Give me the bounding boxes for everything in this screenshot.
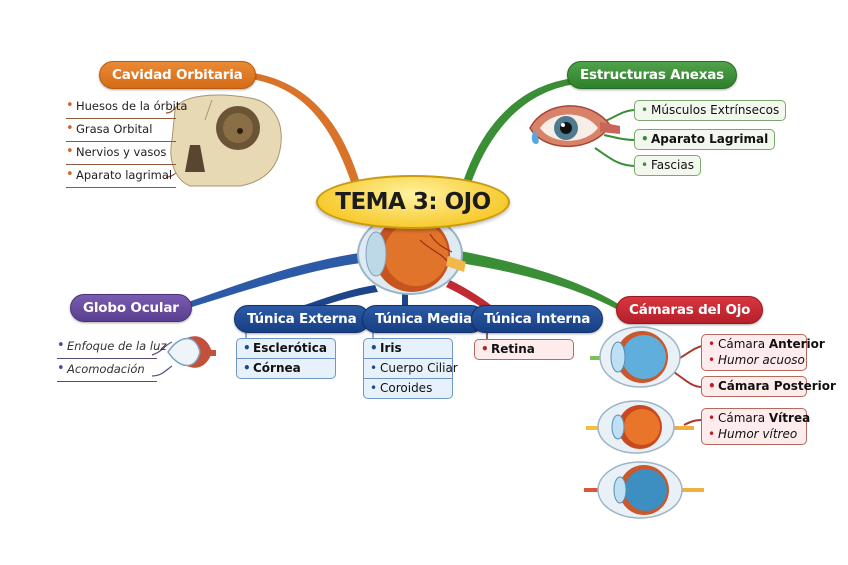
list-item: Fascias xyxy=(635,156,700,175)
tunica-externa-list: Esclerótica Córnea xyxy=(236,338,336,379)
list-item: Iris xyxy=(364,339,452,359)
anexas-item-box: Músculos Extrínsecos xyxy=(634,100,787,121)
list-item: Esclerótica xyxy=(237,339,335,359)
branch-camaras-del-ojo[interactable]: Cámaras del Ojo xyxy=(616,296,764,324)
list-item: Humor vítreo xyxy=(702,425,806,444)
list-item: Aparato lagrimal xyxy=(66,165,176,188)
branch-estructuras-anexas[interactable]: Estructuras Anexas xyxy=(567,61,738,89)
connector-cavidad xyxy=(245,72,360,185)
anexas-item-box: Fascias xyxy=(634,155,701,176)
central-topic[interactable]: TEMA 3: OJO xyxy=(316,175,510,229)
anexas-item-box: Aparato Lagrimal xyxy=(634,129,776,150)
list-item: Humor acuoso xyxy=(702,351,806,370)
list-item: Músculos Extrínsecos xyxy=(635,101,785,120)
connector-camaras xyxy=(453,250,620,310)
list-item: Cuerpo Ciliar xyxy=(364,359,458,379)
camara-posterior-box: Cámara Posterior xyxy=(701,376,836,397)
list-item: Grasa Orbital xyxy=(66,119,176,142)
anterior-chamber-eye-illustration xyxy=(590,326,681,388)
tunica-interna-list: Retina xyxy=(474,339,574,360)
branch-cavidad-orbitaria[interactable]: Cavidad Orbitaria xyxy=(99,61,256,89)
branch-tunica-externa[interactable]: Túnica Externa xyxy=(234,305,370,333)
posterior-chamber-eye-illustration xyxy=(584,461,704,519)
connector-globo xyxy=(180,252,368,310)
branch-globo-ocular[interactable]: Globo Ocular xyxy=(70,294,192,322)
list-item: Acomodación xyxy=(57,359,157,382)
list-item: Córnea xyxy=(237,359,335,378)
list-item: Huesos de la órbita xyxy=(66,96,187,119)
list-item: Enfoque de la luz xyxy=(57,336,166,359)
eye-cross-section-illustration xyxy=(357,213,466,295)
list-item: Cámara Anterior xyxy=(702,335,825,354)
vitreous-chamber-eye-illustration xyxy=(586,400,694,454)
skull-illustration xyxy=(170,94,282,187)
connector-anexas xyxy=(462,78,576,186)
list-item: Nervios y vasos xyxy=(66,142,176,165)
eye-muscles-illustration xyxy=(529,105,620,148)
list-item: Retina xyxy=(475,340,573,359)
branch-tunica-interna[interactable]: Túnica Interna xyxy=(471,305,604,333)
camara-vitrea-box: Cámara Vítrea Humor vítreo xyxy=(701,408,810,445)
globo-ocular-list: Enfoque de la luz Acomodación xyxy=(57,336,166,382)
camara-anterior-box: Cámara Anterior Humor acuoso xyxy=(701,334,825,371)
list-item: Cámara Posterior xyxy=(702,377,836,396)
list-item: Aparato Lagrimal xyxy=(635,130,774,149)
list-item: Coroides xyxy=(364,379,452,398)
lens-illustration xyxy=(167,336,216,368)
tunica-media-list: Iris Cuerpo Ciliar Coroides xyxy=(363,338,458,399)
list-item: Cámara Vítrea xyxy=(702,409,810,428)
cavidad-orbitaria-list: Huesos de la órbita Grasa Orbital Nervio… xyxy=(66,96,187,188)
branch-tunica-media[interactable]: Túnica Media xyxy=(362,305,485,333)
